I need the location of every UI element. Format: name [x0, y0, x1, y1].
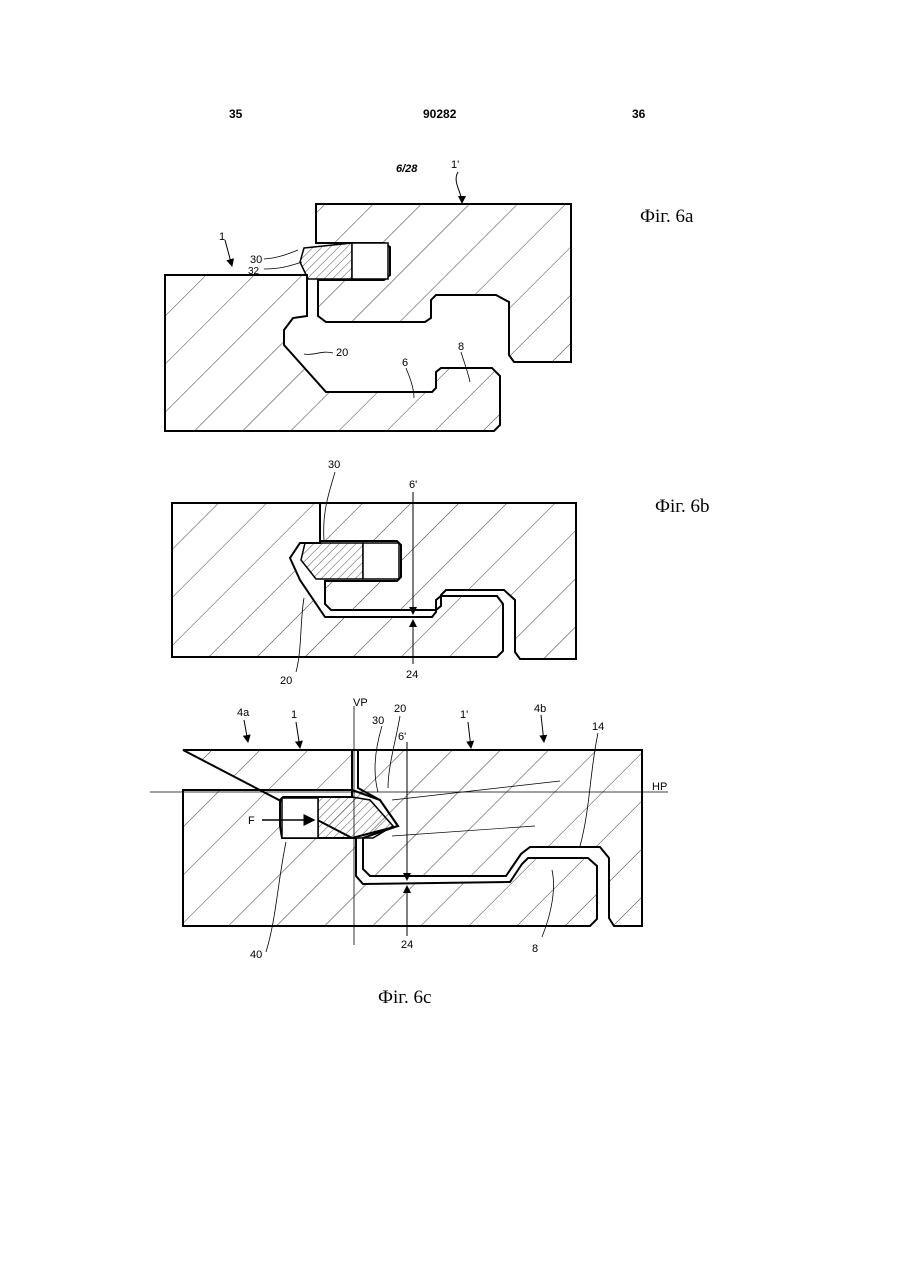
figure-6a: 1 1' 30 32 20 6 8	[165, 159, 571, 431]
label-30: 30	[328, 459, 340, 471]
label-6: 6	[402, 357, 408, 369]
label-4b: 4b	[534, 703, 546, 715]
figure-6b: 30 6' 20 24	[172, 459, 576, 687]
locking-element-tip	[363, 543, 399, 579]
label-20: 20	[394, 703, 406, 715]
locking-element-tip	[352, 243, 388, 279]
label-40: 40	[250, 949, 262, 961]
label-vp: VP	[353, 697, 368, 709]
label-8: 8	[532, 943, 538, 955]
figure-6c: 4a 1 VP 30 20 6' 1' 4b 14 HP F 40 24 8	[150, 697, 668, 961]
label-6-prime: 6'	[409, 479, 417, 491]
locking-element	[300, 243, 352, 279]
label-32: 32	[248, 266, 260, 277]
label-f: F	[248, 815, 255, 827]
panel-1-prime	[316, 204, 571, 362]
label-20: 20	[280, 675, 292, 687]
label-24: 24	[401, 939, 413, 951]
label-1-prime: 1'	[451, 159, 459, 171]
label-hp: HP	[652, 781, 667, 793]
label-6-prime: 6'	[398, 731, 406, 743]
label-1: 1	[219, 231, 225, 243]
label-8: 8	[458, 341, 464, 353]
label-30: 30	[372, 715, 384, 727]
label-14: 14	[592, 721, 604, 733]
label-24: 24	[406, 669, 418, 681]
label-20: 20	[336, 347, 348, 359]
label-1: 1	[291, 709, 297, 721]
locking-element-tip	[282, 798, 318, 838]
label-30: 30	[250, 254, 262, 266]
label-1-prime: 1'	[460, 709, 468, 721]
label-4a: 4a	[237, 707, 250, 719]
locking-element	[301, 543, 363, 579]
